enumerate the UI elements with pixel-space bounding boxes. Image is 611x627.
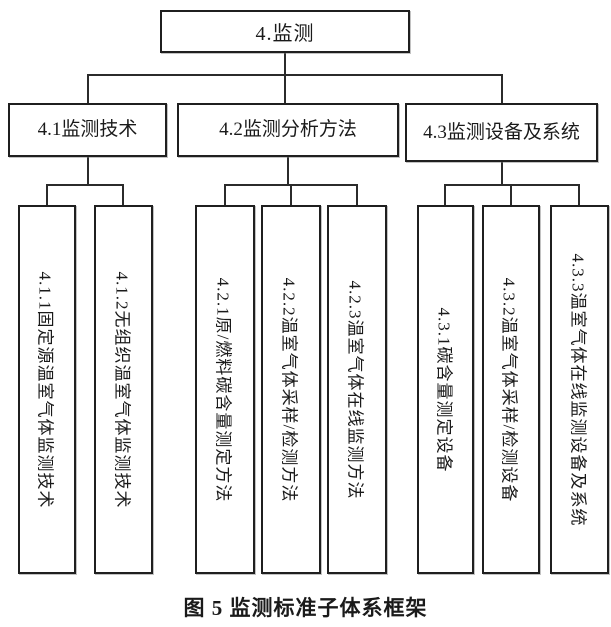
connector-line bbox=[284, 74, 286, 103]
connector-line bbox=[510, 184, 512, 205]
leaf-4-3-3-label: 4.3.3温室气体在线监测设备及系统 bbox=[568, 253, 587, 526]
connector-line bbox=[46, 184, 124, 186]
leaf-4-2-1: 4.2.1原/燃料碳含量测定方法 bbox=[195, 205, 255, 574]
node-root-monitoring: 4.监测 bbox=[160, 10, 410, 53]
connector-line bbox=[356, 184, 358, 205]
leaf-4-2-3-label: 4.2.3温室气体在线监测方法 bbox=[345, 280, 365, 499]
connector-line bbox=[444, 184, 580, 186]
leaf-4-3-3: 4.3.3温室气体在线监测设备及系统 bbox=[550, 205, 609, 574]
leaf-4-1-2: 4.1.2无组织温室气体监测技术 bbox=[94, 205, 153, 574]
node-4-2-analysis-methods: 4.2监测分析方法 bbox=[177, 103, 399, 157]
leaf-4-2-2-label: 4.2.2温室气体采样/检测方法 bbox=[279, 277, 299, 502]
leaf-4-3-1: 4.3.1碳含量测定设备 bbox=[417, 205, 474, 574]
leaf-4-2-3: 4.2.3温室气体在线监测方法 bbox=[327, 205, 387, 574]
connector-line bbox=[501, 74, 503, 103]
connector-line bbox=[444, 184, 446, 205]
node-4-3-label: 4.3监测设备及系统 bbox=[423, 121, 580, 143]
connector-line bbox=[290, 184, 292, 205]
connector-line bbox=[284, 53, 286, 75]
leaf-4-1-1: 4.1.1固定源温室气体监测技术 bbox=[18, 205, 76, 574]
node-4-2-label: 4.2监测分析方法 bbox=[219, 119, 357, 141]
connector-line bbox=[87, 74, 89, 103]
connector-line bbox=[501, 162, 503, 186]
leaf-4-2-2: 4.2.2温室气体采样/检测方法 bbox=[261, 205, 321, 574]
leaf-4-3-1-label: 4.3.1碳含量测定设备 bbox=[434, 307, 453, 472]
connector-line bbox=[87, 74, 503, 76]
connector-line bbox=[287, 157, 289, 186]
leaf-4-3-2-label: 4.3.2温室气体采样/检测设备 bbox=[499, 277, 519, 502]
node-root-label: 4.监测 bbox=[255, 23, 315, 45]
connector-line bbox=[46, 184, 48, 205]
leaf-4-1-2-label: 4.1.2无组织温室气体监测技术 bbox=[112, 271, 131, 508]
connector-line bbox=[87, 157, 89, 186]
connector-line bbox=[224, 184, 226, 205]
node-4-3-equipment-systems: 4.3监测设备及系统 bbox=[405, 103, 598, 162]
node-4-1-monitoring-technology: 4.1监测技术 bbox=[8, 103, 167, 157]
connector-line bbox=[578, 184, 580, 205]
connector-line bbox=[122, 184, 124, 205]
leaf-4-3-2: 4.3.2温室气体采样/检测设备 bbox=[482, 205, 540, 574]
leaf-4-2-1-label: 4.2.1原/燃料碳含量测定方法 bbox=[213, 277, 233, 502]
node-4-1-label: 4.1监测技术 bbox=[37, 119, 138, 141]
figure-caption: 图 5 监测标准子体系框架 bbox=[183, 596, 428, 620]
leaf-4-1-1-label: 4.1.1固定源温室气体监测技术 bbox=[35, 271, 55, 508]
